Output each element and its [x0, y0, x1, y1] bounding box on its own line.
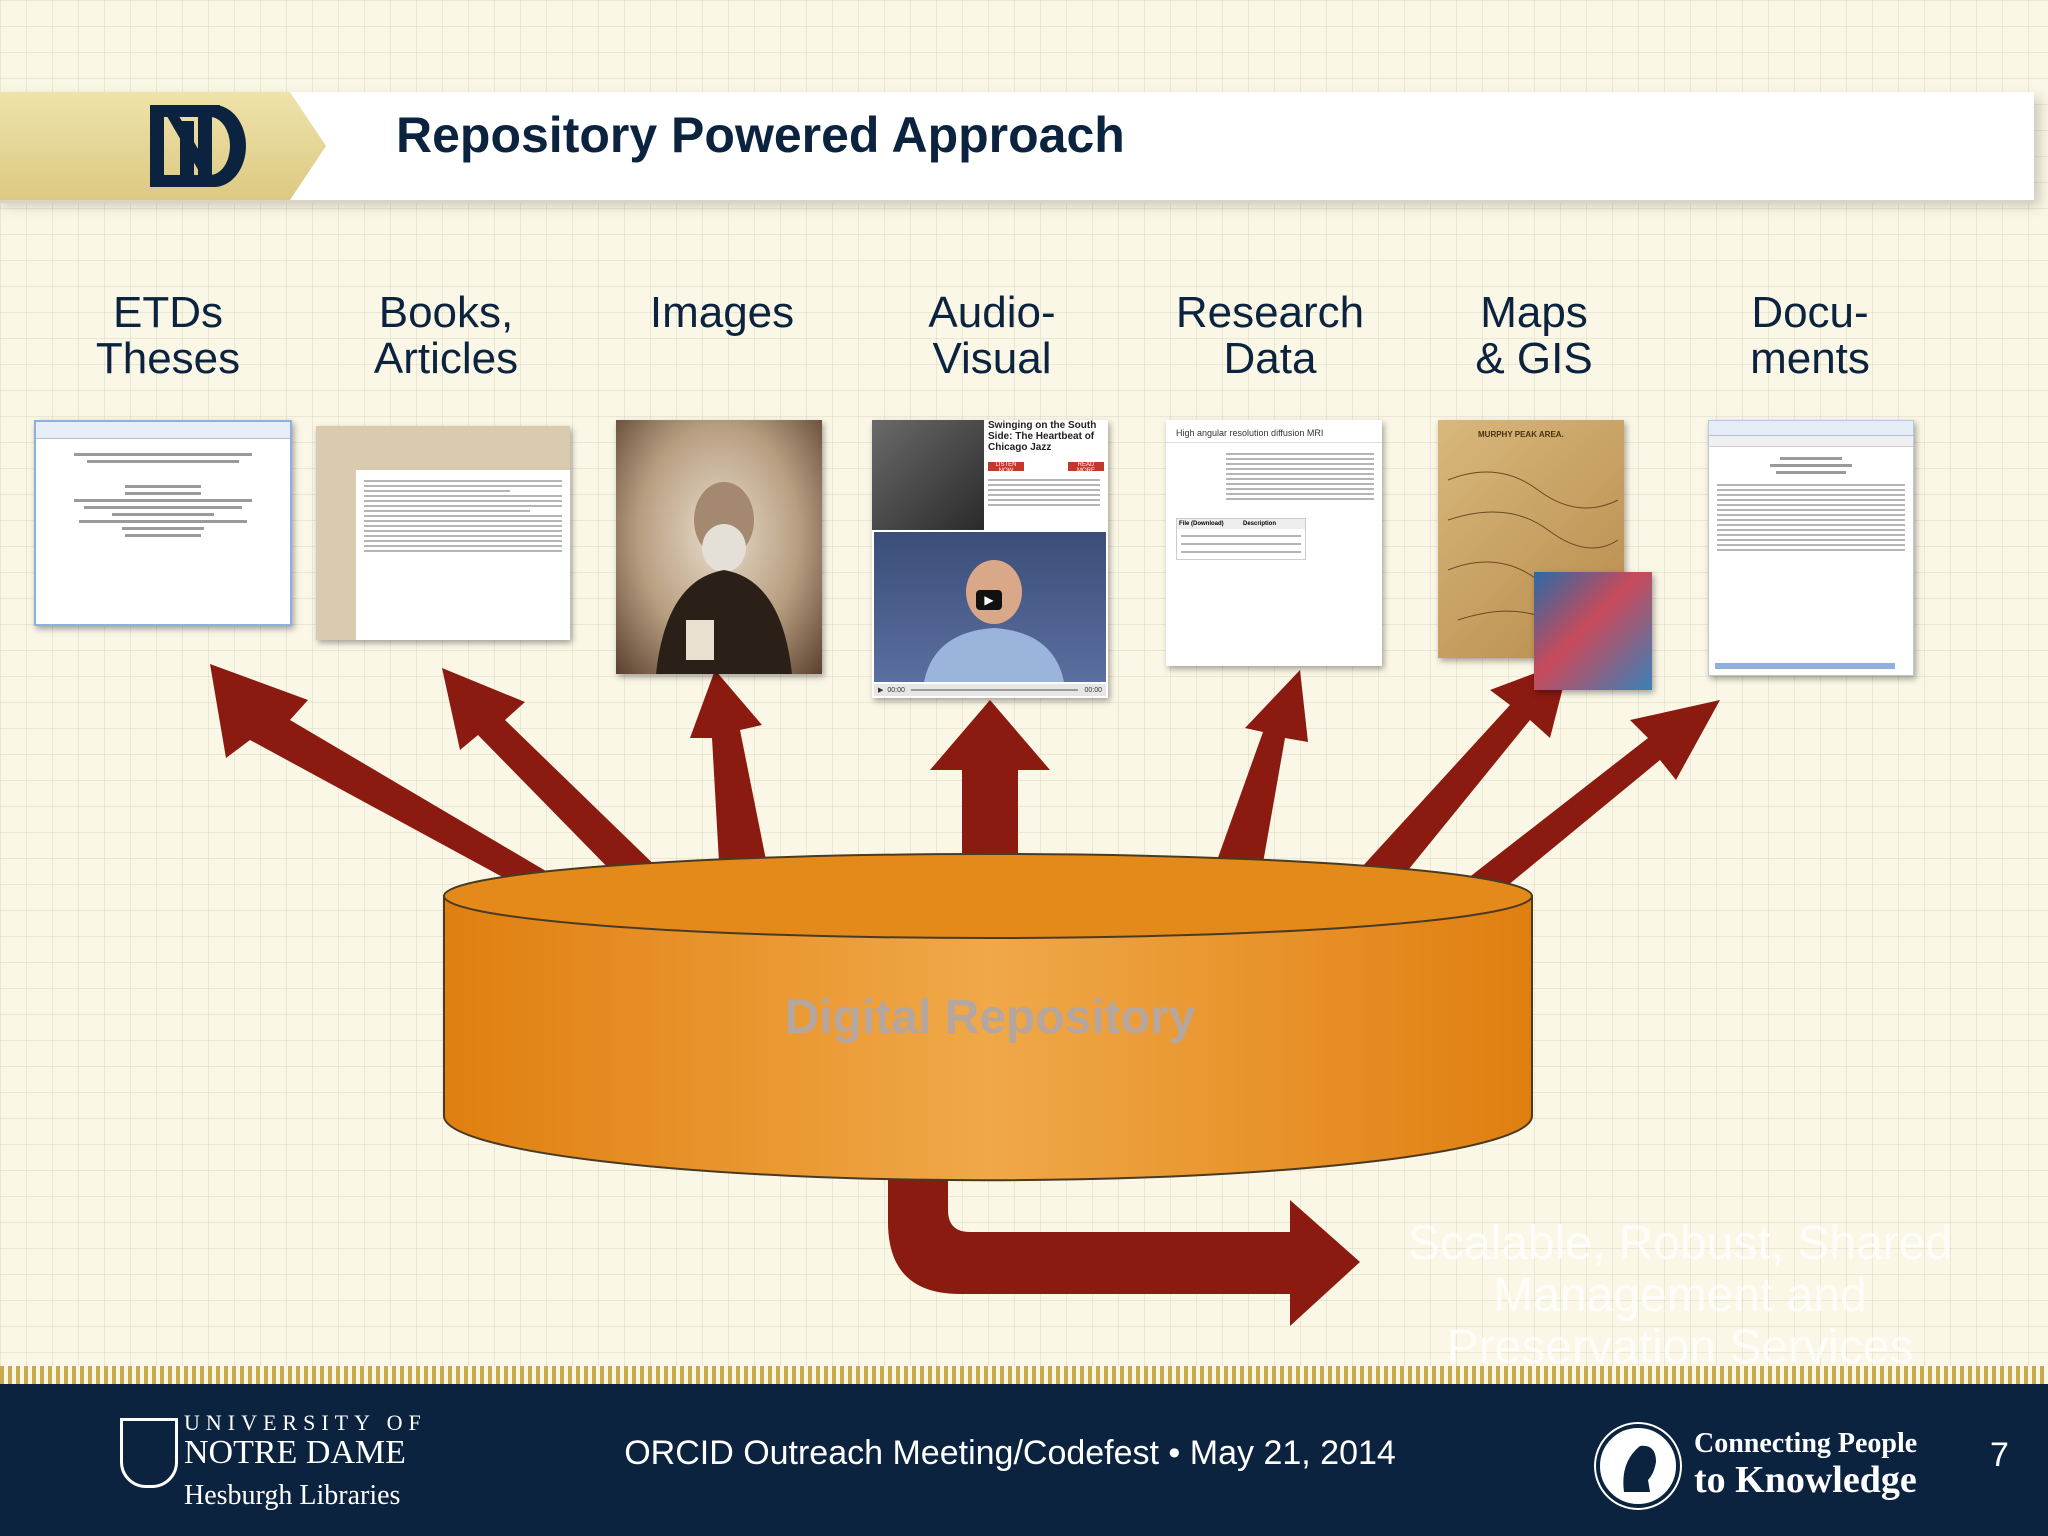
footer-gold-strip	[0, 1366, 2048, 1384]
video-scrubber[interactable]	[910, 689, 1079, 691]
arrow-to-etds	[210, 664, 595, 900]
av-description	[988, 476, 1100, 509]
category-label-books: Books, Articles	[373, 288, 519, 383]
article-page	[356, 470, 570, 640]
category-label-research-data: Research Data	[1175, 288, 1365, 383]
nd-monogram-icon	[150, 105, 246, 187]
pdf-toolbar	[36, 422, 290, 439]
map-title: MURPHY PEAK AREA.	[1478, 430, 1564, 439]
arrow-to-documents	[1440, 700, 1720, 900]
tagline: Connecting People to Knowledge	[1694, 1428, 1917, 1500]
category-label-maps: Maps & GIS	[1475, 288, 1593, 383]
university-shield-icon	[120, 1418, 178, 1488]
repository-label: Digital Repository	[784, 991, 1196, 1044]
document-scrollbar[interactable]	[1715, 663, 1895, 669]
documents-thumbnail[interactable]	[1708, 420, 1914, 676]
arrow-to-maps	[1350, 660, 1570, 880]
footer-bar	[0, 1384, 2048, 1536]
research-data-heading: High angular resolution diffusion MRI	[1166, 420, 1382, 443]
arrow-to-services	[888, 1130, 1360, 1326]
category-label-audio-visual: Audio- Visual	[928, 288, 1056, 383]
books-articles-thumbnail[interactable]	[316, 426, 570, 640]
av-headline: Swinging on the South Side: The Heartbea…	[988, 420, 1097, 453]
satellite-image-thumbnail[interactable]	[1534, 572, 1652, 690]
video-time-start: 00:00	[887, 686, 905, 694]
arrow-to-images	[690, 670, 770, 880]
file-table: File (Download) Description	[1176, 518, 1306, 560]
arrow-to-books	[442, 668, 670, 880]
play-small-icon[interactable]: ▶	[878, 687, 884, 694]
read-more-button[interactable]: READ MORE	[1068, 462, 1104, 474]
faded-caption: Scalable, Robust, Shared Management and …	[1407, 1217, 1953, 1374]
digital-repository-cylinder	[443, 853, 1533, 1182]
audio-visual-thumbnail[interactable]: Swinging on the South Side: The Heartbea…	[872, 420, 1108, 698]
tagline-line-2: to Knowledge	[1694, 1459, 1917, 1501]
portrait-image-thumbnail[interactable]	[616, 420, 822, 674]
hesburgh-libraries-text: Hesburgh Libraries	[184, 1480, 401, 1511]
portrait-figure-icon	[656, 482, 792, 674]
listen-now-button[interactable]: LISTEN NOW	[988, 462, 1024, 474]
notre-dame-nd-logo	[146, 96, 254, 196]
connecting-people-logo-icon	[1594, 1422, 1682, 1510]
tagline-line-1: Connecting People	[1694, 1428, 1918, 1459]
jazz-photo	[872, 420, 984, 530]
title-banner	[0, 92, 2034, 203]
profile-silhouette-icon	[1596, 1424, 1680, 1508]
category-label-documents: Docu- ments	[1750, 288, 1870, 383]
notre-dame-text: NOTRE DAME	[184, 1434, 406, 1471]
arrow-to-audio-visual	[930, 700, 1050, 870]
event-caption: ORCID Outreach Meeting/Codefest • May 21…	[624, 1434, 1396, 1472]
research-data-thumbnail[interactable]: High angular resolution diffusion MRI Fi…	[1166, 420, 1382, 666]
page-title: Repository Powered Approach	[396, 107, 1125, 163]
file-column-header: File (Download)	[1179, 521, 1224, 527]
video-frame: ▶	[874, 532, 1106, 682]
university-wordmark: UNIVERSITY OF NOTRE DAME Hesburgh Librar…	[120, 1410, 427, 1512]
document-viewer-toolbar	[1709, 421, 1913, 436]
distribution-arrows	[210, 660, 1720, 1326]
university-of-text: UNIVERSITY OF	[184, 1410, 427, 1435]
slide-number: 7	[1990, 1436, 2009, 1474]
category-label-images: Images	[649, 288, 795, 337]
video-controls[interactable]: ▶ 00:00 00:00	[874, 684, 1106, 696]
category-label-etds: ETDs Theses	[95, 288, 241, 383]
etd-thumbnail[interactable]	[34, 420, 292, 626]
play-icon[interactable]: ▶	[976, 590, 1002, 610]
video-time-end: 00:00	[1084, 686, 1102, 694]
arrow-to-research-data	[1210, 670, 1308, 880]
description-column-header: Description	[1243, 521, 1277, 527]
document-viewer-tabs[interactable]	[1709, 436, 1913, 447]
